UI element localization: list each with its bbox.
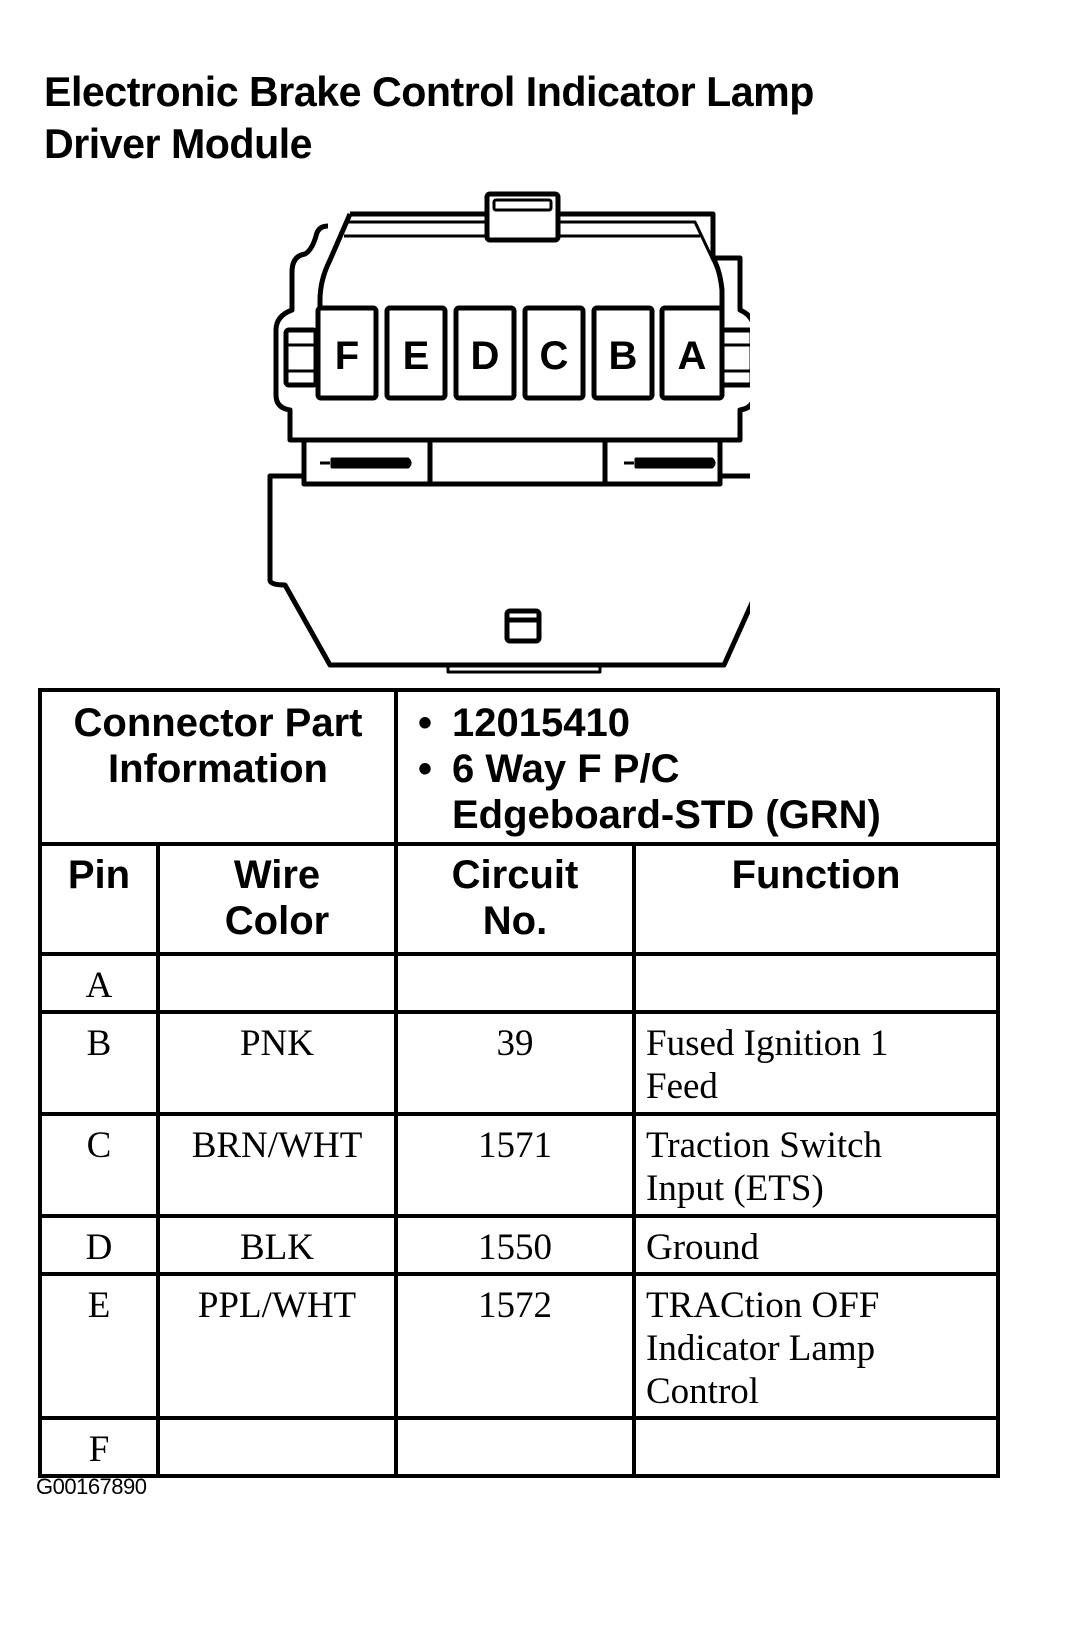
pin-label-a: A — [678, 334, 707, 378]
pin-label-d: D — [471, 334, 500, 378]
info-label-line-2: Information — [108, 747, 328, 791]
connector-info-values: •12015410 •6 Way F P/C Edgeboard-STD (GR… — [394, 688, 1000, 846]
wire-color-cell: BRN/WHT — [156, 1112, 398, 1218]
table-row-pin-d: D BLK 1550 Ground — [38, 1214, 1000, 1276]
circuit-cell: 1572 — [394, 1272, 636, 1420]
function-line: Fused Ignition 1 — [646, 1023, 889, 1064]
wire-color-cell: PNK — [156, 1010, 398, 1116]
function-cell: Ground — [632, 1214, 1000, 1276]
figure-id: G00167890 — [36, 1474, 147, 1499]
function-line: Feed — [646, 1066, 718, 1107]
connector-info-row: Connector Part Information •12015410 •6 … — [38, 688, 1000, 846]
function-line: TRACtion OFF — [646, 1285, 880, 1326]
pin-cell: F — [38, 1416, 160, 1478]
header-pin-label: Pin — [67, 853, 131, 897]
function-cell: Fused Ignition 1 Feed — [632, 1010, 1000, 1116]
function-line: Control — [646, 1371, 760, 1412]
header-wire-color-line-1: Wire — [233, 853, 321, 897]
pin-cell: A — [38, 952, 160, 1014]
wire-color-cell: BLK — [156, 1214, 398, 1276]
function-line: Ground — [646, 1227, 760, 1268]
part-number: •12015410 — [418, 701, 630, 745]
circuit-cell: 1550 — [394, 1214, 636, 1276]
title-line-2: Driver Module — [44, 120, 313, 167]
function-cell — [632, 1416, 1000, 1478]
info-label-line-1: Connector Part — [73, 701, 363, 745]
circuit-cell — [394, 952, 636, 1014]
bullet-icon: • — [418, 747, 433, 791]
header-wire-color-line-2: Color — [224, 899, 330, 943]
circuit-cell — [394, 1416, 636, 1478]
function-cell — [632, 952, 1000, 1014]
header-function: Function — [632, 842, 1000, 956]
connector-info-label: Connector Part Information — [38, 688, 398, 846]
wire-color-cell — [156, 1416, 398, 1478]
bullet-icon: • — [418, 701, 433, 745]
header-pin: Pin — [38, 842, 160, 956]
diagram-title: Electronic Brake Control Indicator Lamp … — [44, 66, 985, 170]
table-row-pin-c: C BRN/WHT 1571 Traction Switch Input (ET… — [38, 1112, 1000, 1218]
header-circuit-no: Circuit No. — [394, 842, 636, 956]
function-cell: Traction Switch Input (ETS) — [632, 1112, 1000, 1218]
pin-label-f: F — [335, 334, 359, 378]
header-circuit-line-2: No. — [482, 899, 548, 943]
pin-cell: E — [38, 1272, 160, 1420]
connector-description-line-2: Edgeboard-STD (GRN) — [452, 793, 881, 837]
function-line: Indicator Lamp — [646, 1328, 876, 1369]
connector-description: •6 Way F P/C — [418, 747, 680, 791]
pin-label-b: B — [609, 334, 638, 378]
circuit-cell: 1571 — [394, 1112, 636, 1218]
function-line: Traction Switch — [646, 1125, 883, 1166]
pin-cell: C — [38, 1112, 160, 1218]
header-wire-color: Wire Color — [156, 842, 398, 956]
pin-cell: B — [38, 1010, 160, 1116]
header-function-label: Function — [731, 853, 901, 897]
connector-face-diagram: F E D C B A — [267, 191, 750, 674]
pin-label-e: E — [403, 334, 430, 378]
table-row-pin-a: A — [38, 952, 1000, 1014]
wire-color-cell: PPL/WHT — [156, 1272, 398, 1420]
table-row-pin-e: E PPL/WHT 1572 TRACtion OFF Indicator La… — [38, 1272, 1000, 1420]
function-cell: TRACtion OFF Indicator Lamp Control — [632, 1272, 1000, 1420]
function-line: Input (ETS) — [646, 1168, 824, 1209]
wire-color-cell — [156, 952, 398, 1014]
circuit-cell: 39 — [394, 1010, 636, 1116]
title-line-1: Electronic Brake Control Indicator Lamp — [44, 68, 814, 115]
pin-label-c: C — [540, 334, 569, 378]
table-row-pin-f: F — [38, 1416, 1000, 1478]
pin-cell: D — [38, 1214, 160, 1276]
table-row-pin-b: B PNK 39 Fused Ignition 1 Feed — [38, 1010, 1000, 1116]
column-header-row: Pin Wire Color Circuit No. Function — [38, 842, 1000, 956]
header-circuit-line-1: Circuit — [451, 853, 579, 897]
connector-pinout-table: Connector Part Information •12015410 •6 … — [38, 688, 1000, 1478]
